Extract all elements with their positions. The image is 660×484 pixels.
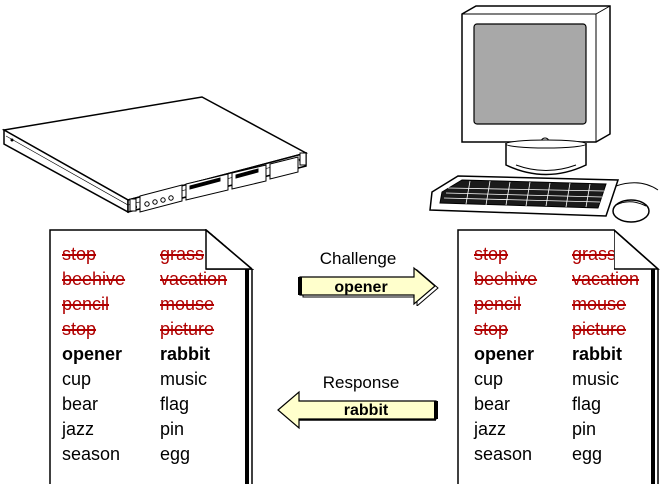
list-word: bear <box>474 394 511 414</box>
response-arrow <box>277 390 438 430</box>
list-word: vacation <box>572 269 640 289</box>
list-word: beehive <box>474 269 538 289</box>
list-word: picture <box>572 319 627 339</box>
list-word: jazz <box>62 419 95 439</box>
left-document-corner <box>206 229 256 270</box>
list-word: stop <box>474 244 509 264</box>
challenge-arrow <box>298 266 439 306</box>
list-word: pin <box>160 419 185 439</box>
list-word: stop <box>62 319 97 339</box>
right-document-sheet <box>457 229 659 484</box>
list-word: flag <box>160 394 190 414</box>
current-word: rabbit <box>572 344 623 364</box>
response-word: rabbit <box>343 402 389 419</box>
list-word: egg <box>160 444 191 464</box>
list-word: pencil <box>62 294 110 314</box>
current-word: opener <box>474 344 535 364</box>
list-word: vacation <box>160 269 228 289</box>
current-word: rabbit <box>160 344 211 364</box>
list-word: beehive <box>62 269 126 289</box>
list-word: cup <box>474 369 504 389</box>
right-word-list: stop beehive pencil stop opener cup bear… <box>454 229 652 484</box>
challenge-label: Challenge <box>319 249 397 268</box>
list-word: pin <box>572 419 597 439</box>
current-word: opener <box>62 344 123 364</box>
list-word: grass <box>160 244 205 264</box>
rack-server-icon <box>1 96 309 214</box>
list-word: season <box>62 444 121 464</box>
right-document-corner <box>614 229 660 270</box>
challenge-word: opener <box>334 279 388 296</box>
desktop-computer-icon <box>429 5 659 223</box>
list-word: bear <box>62 394 99 414</box>
list-word: music <box>160 369 208 389</box>
list-word: flag <box>572 394 602 414</box>
list-word: mouse <box>572 294 627 314</box>
list-word: music <box>572 369 620 389</box>
list-word: season <box>474 444 533 464</box>
list-word: jazz <box>474 419 507 439</box>
left-word-list: stop beehive pencil stop opener cup bear… <box>46 229 248 484</box>
list-word: picture <box>160 319 215 339</box>
response-label: Response <box>322 373 400 392</box>
list-word: cup <box>62 369 92 389</box>
list-word: grass <box>572 244 617 264</box>
list-word: egg <box>572 444 603 464</box>
list-word: stop <box>474 319 509 339</box>
list-word: mouse <box>160 294 215 314</box>
list-word: pencil <box>474 294 522 314</box>
list-word: stop <box>62 244 97 264</box>
